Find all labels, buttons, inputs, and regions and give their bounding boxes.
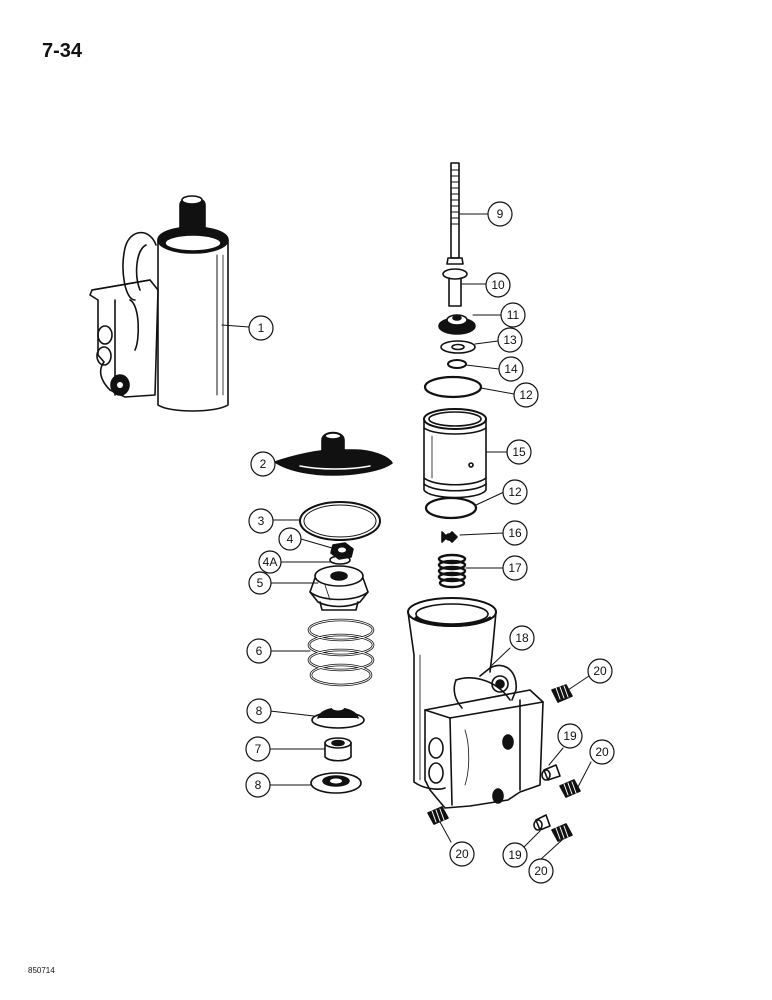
callout-label: 19 (563, 729, 577, 743)
part-4-nut (329, 542, 354, 565)
callout-label: 6 (256, 644, 263, 658)
part-7-plug (324, 737, 352, 762)
callout-label: 18 (515, 631, 529, 645)
callout-label: 12 (508, 485, 522, 499)
callout-label: 10 (491, 278, 505, 292)
callout-19-b: 19 (502, 842, 528, 868)
callout-19-a: 19 (557, 723, 583, 749)
callout-4a: 4A (258, 550, 282, 574)
callout-label: 13 (503, 333, 517, 347)
callout-label: 19 (508, 848, 522, 862)
callout-7: 7 (245, 736, 271, 762)
part-2-diaphragm (274, 431, 393, 476)
part-19-plug-right (541, 764, 561, 781)
callout-label: 20 (593, 664, 607, 678)
callout-6: 6 (246, 638, 272, 664)
part-17-small-spring (437, 553, 467, 589)
callout-5: 5 (248, 571, 272, 595)
callout-1: 1 (248, 315, 274, 341)
callout-17: 17 (502, 555, 528, 581)
callout-label: 5 (257, 576, 264, 590)
callout-8-lower: 8 (245, 772, 271, 798)
callout-13: 13 (497, 327, 523, 353)
page-number: 7-34 (42, 40, 83, 62)
callout-14: 14 (498, 356, 524, 382)
callout-label: 4 (287, 532, 294, 546)
callout-3: 3 (248, 508, 274, 534)
part-18-valve-housing (407, 597, 544, 809)
callout-11: 11 (500, 302, 526, 328)
part-20-fitting-right (559, 779, 581, 798)
part-10-pin (442, 268, 468, 307)
callout-15: 15 (506, 439, 532, 465)
callout-label: 1 (258, 321, 265, 335)
part-20-fitting-left (427, 806, 449, 825)
callout-label: 9 (497, 207, 504, 221)
part-19-plug-bottom (533, 814, 551, 831)
callout-label: 15 (512, 445, 526, 459)
part-9-rod (446, 162, 464, 265)
callouts: 1 2 3 4 4A 5 6 8 7 8 9 10 11 13 14 12 15… (245, 201, 615, 884)
callout-label: 17 (508, 561, 522, 575)
part-8-cup-upper (311, 705, 365, 729)
callout-label: 3 (258, 514, 265, 528)
callout-label: 12 (519, 388, 533, 402)
callout-2: 2 (250, 451, 276, 477)
callout-20-d: 20 (528, 858, 554, 884)
callout-label: 20 (595, 745, 609, 759)
callout-12-lower: 12 (502, 479, 528, 505)
drawing-code: 850714 (28, 966, 55, 975)
part-15-sleeve (423, 408, 487, 499)
callout-4: 4 (278, 527, 302, 551)
part-13-washer (440, 340, 476, 354)
callout-20-c: 20 (449, 841, 475, 867)
callout-label: 16 (508, 526, 522, 540)
part-3-ring (299, 501, 381, 541)
callout-label: 2 (260, 457, 267, 471)
callout-10: 10 (485, 272, 511, 298)
callout-8-upper: 8 (246, 698, 272, 724)
callout-label: 20 (534, 864, 548, 878)
leader-lines (221, 213, 592, 861)
part-11-seal-cap (438, 314, 476, 335)
callout-label: 4A (263, 555, 278, 569)
callout-label: 11 (507, 308, 520, 322)
part-1-cylinder-housing (89, 195, 229, 412)
callout-12-upper: 12 (513, 382, 539, 408)
part-12-o-ring-upper (423, 375, 483, 399)
callout-label: 8 (256, 704, 263, 718)
callout-label: 14 (504, 362, 518, 376)
part-20-fitting-upper-right (551, 684, 573, 703)
callout-label: 8 (255, 778, 262, 792)
callout-20-b: 20 (589, 739, 615, 765)
part-12-o-ring-lower (424, 496, 478, 520)
callout-16: 16 (502, 520, 528, 546)
callout-9: 9 (487, 201, 513, 227)
part-20-fitting-bottom (551, 823, 573, 842)
part-14-o-ring (447, 359, 467, 369)
callout-20-a: 20 (587, 658, 613, 684)
part-16-clip (441, 531, 458, 543)
callout-label: 7 (255, 742, 262, 756)
callout-label: 20 (455, 847, 469, 861)
part-5-valve-body (309, 565, 369, 611)
part-8-cup-lower (310, 772, 362, 794)
callout-18: 18 (509, 625, 535, 651)
